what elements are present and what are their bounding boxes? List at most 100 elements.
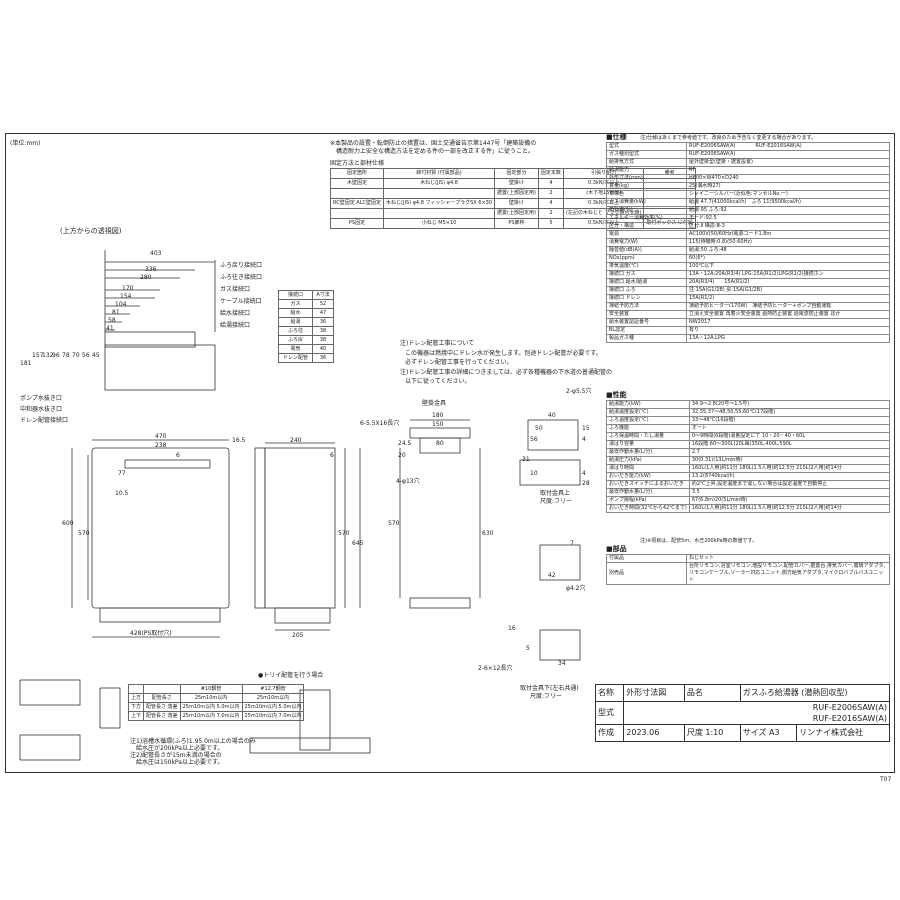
pressure-header xyxy=(127,684,145,694)
dim-side: 6 xyxy=(330,452,334,459)
spec-value: シャイニーシルバー(近似色:マンセルNo.一) xyxy=(686,190,890,199)
fix-cell: 木ねじ(JIS) φ4.8 フィッシャープラグSX 6×30 xyxy=(383,198,495,209)
spec-value: 115(待機時:0.8)(50-60Hz) xyxy=(686,238,890,247)
pressure-cell: 下方 xyxy=(127,702,145,712)
perf-value: 160L(1人用)約11分 180L(1.5人用)約12.5分 210L(2人用… xyxy=(688,504,891,513)
spec-title: ■仕様 xyxy=(606,133,627,141)
bracket-small-dim: 40 xyxy=(548,412,556,419)
perf-value: 約2℃上昇,設定温度まで違しない場合は設定温度で自動停止 xyxy=(688,480,891,489)
fix-cell: 4 xyxy=(537,198,564,209)
parts-value: 台所リモコン,浴室リモコン,増設リモコン,配管カバー,据置台,排気カバー,循環ア… xyxy=(686,562,890,585)
bracket-small-dim: 2-φ5.5穴 xyxy=(566,388,592,395)
spec-key: エネルギー消費効率(%) xyxy=(606,214,687,223)
pressure-cell: 配管長さ 落差 xyxy=(143,711,181,721)
dim-top: 41 xyxy=(106,325,114,332)
dim-top: 81 xyxy=(112,309,120,316)
perf-key: ふろ保温時間・たし湯量 xyxy=(606,432,690,441)
pressure-cell: 25m10m以内 7.0m以内 xyxy=(241,711,305,721)
product-name: ガスふろ給湯器 (潜熱回収型) xyxy=(739,684,891,702)
dim-side: 645 xyxy=(352,540,364,547)
dim-front: 600 xyxy=(62,520,74,527)
fix-cell: 木ねじ(JIS) φ4.8 xyxy=(383,178,495,189)
dim-front: 77 xyxy=(118,470,126,477)
fix-cell: 5 xyxy=(537,218,564,229)
lower-bracket-drawing xyxy=(539,544,581,581)
bracket-dim: 4-φ13穴 xyxy=(396,478,420,485)
top-view-body xyxy=(104,344,216,391)
parts-key: 別売品 xyxy=(606,562,687,585)
dim-left: 181 xyxy=(20,360,32,367)
spec-value: AC100V(50/60Hz)電源コード1.8m xyxy=(686,230,890,239)
pipe-size-cell: 給湯 xyxy=(277,317,314,327)
side-view-body xyxy=(264,447,336,609)
perf-value: 3.5 xyxy=(688,488,891,497)
perf-key: おいだきスイッチによるおいだき xyxy=(606,480,690,489)
spec-value: 凍結予防ヒーター(170W) 凍結予防ヒーター+ポンプ自動運転 xyxy=(686,302,890,311)
lower-bracket-title: 取付金具下(左右共通) xyxy=(520,685,579,692)
spec-title-note: 注)仕様はあくまで参考値です。改良のため予告なく変更する場合があります。 xyxy=(640,135,816,141)
pressure-cell: 上下 xyxy=(127,711,145,721)
perf-key: 湯はり時間 xyxy=(606,464,690,473)
pipe-label: 給水接続口 xyxy=(220,310,251,317)
spec-value: 有り xyxy=(686,326,890,335)
spec-value: 15A(R1/2) xyxy=(686,294,890,303)
performance-footnote: 注)※項目は、配管5m、水圧200kPa時の数値です。 xyxy=(640,538,757,544)
fix-cell: PS扉枠 xyxy=(494,218,539,229)
pipe-size-cell: ガス xyxy=(277,299,314,309)
spec-key: 接続口 ガス xyxy=(606,270,687,279)
bracket-title: 壁掛金具 xyxy=(422,400,447,407)
spec-key: 外形寸法(mm) xyxy=(606,174,687,183)
spec-key: 質量(kg) xyxy=(606,182,687,191)
front-view-body xyxy=(91,447,230,609)
pipe-size-cell: 36 xyxy=(312,353,334,363)
spec-value: H600×W470×D240 xyxy=(686,174,890,183)
pipe-size-cell: ドレン配管 xyxy=(277,353,314,363)
spec-value: 20A(R3/4) 15A(R1/2) xyxy=(686,278,890,287)
perf-key: 給湯温度設定(℃) xyxy=(606,408,690,417)
dim-left: 132 xyxy=(42,352,54,359)
dim-left: 96 xyxy=(52,352,60,359)
fix-cell: 2 xyxy=(537,208,564,219)
fix-cell: RC壁固定 ALC壁固定 xyxy=(329,198,385,209)
perf-value: 0～9時間(6段階)湯量設定にて 10・20・40・60L xyxy=(688,432,891,441)
dim-top: 280 xyxy=(140,274,152,281)
spec-key: NOx(ppm) xyxy=(606,254,687,263)
spec-value: 60(6*) xyxy=(686,254,890,263)
drain-note: 必ずドレン配管工事を行ってください。 xyxy=(405,359,513,366)
dim-left: 157 xyxy=(32,352,44,359)
dim-top: 104 xyxy=(115,301,127,308)
bracket-small-dim: 34 xyxy=(558,660,566,667)
bracket-small-dim: 7 xyxy=(570,540,574,547)
perf-value: 34.9～2.8(20号～1.5号) xyxy=(688,400,891,409)
product-label: 品名 xyxy=(683,684,741,702)
fix-cell: 据置(上部固定用) xyxy=(494,208,539,219)
spec-key: 接続口 ふろ xyxy=(606,286,687,295)
bracket-dim: 570 xyxy=(388,520,400,527)
pressure-cell: 上方 xyxy=(127,693,145,703)
spec-value: RUF-E2006SAW(A) RUF-E2016SAW(A) xyxy=(686,142,890,151)
dim-side: 205 xyxy=(292,632,304,639)
bracket-small-dim: 10 xyxy=(530,470,538,477)
pressure-note: 注1)浴槽水循環(ふろ)1.95.0m以上の場合のみ xyxy=(130,738,256,745)
pipe-label: ふろ戻り接続口 xyxy=(220,262,263,269)
bracket-small-dim: 16 xyxy=(508,625,516,632)
bracket-dim: 20 xyxy=(398,452,406,459)
note-line-2: 構造耐力上安全な構造方法を定める件の一部を改正する件」に従うこと。 xyxy=(330,148,535,155)
fix-cell: PS固定 xyxy=(329,218,385,229)
spec-value: 給湯:95 ふろ:92 xyxy=(686,206,890,215)
dim-top: 58 xyxy=(108,317,116,324)
pressure-cell: 配管長さ xyxy=(143,693,181,703)
perf-key: 給湯圧力(kPa) xyxy=(606,456,690,465)
spec-value: 給湯 47.7(41000kcal/h) ふろ 11(9500kcal/h) xyxy=(686,198,890,207)
trap-label: ●トリイ配管を行う場合 xyxy=(258,672,324,679)
fix-cell xyxy=(329,188,385,199)
title-block: 名称 外形寸法図 品名 ガスふろ給湯器 (潜熱回収型) 型式 RUF-E2006… xyxy=(594,684,891,742)
upper-bracket-size: 尺度:フリー xyxy=(540,498,573,505)
pipe-size-cell: 38 xyxy=(312,335,334,345)
spec-key: 型式 xyxy=(606,142,687,151)
spec-value: 給湯:50 ふろ:48 xyxy=(686,246,890,255)
spec-key: 給水装置認証番号 xyxy=(606,318,687,327)
dim-top: 336 xyxy=(145,266,157,273)
dim-side: 240 xyxy=(290,437,302,444)
